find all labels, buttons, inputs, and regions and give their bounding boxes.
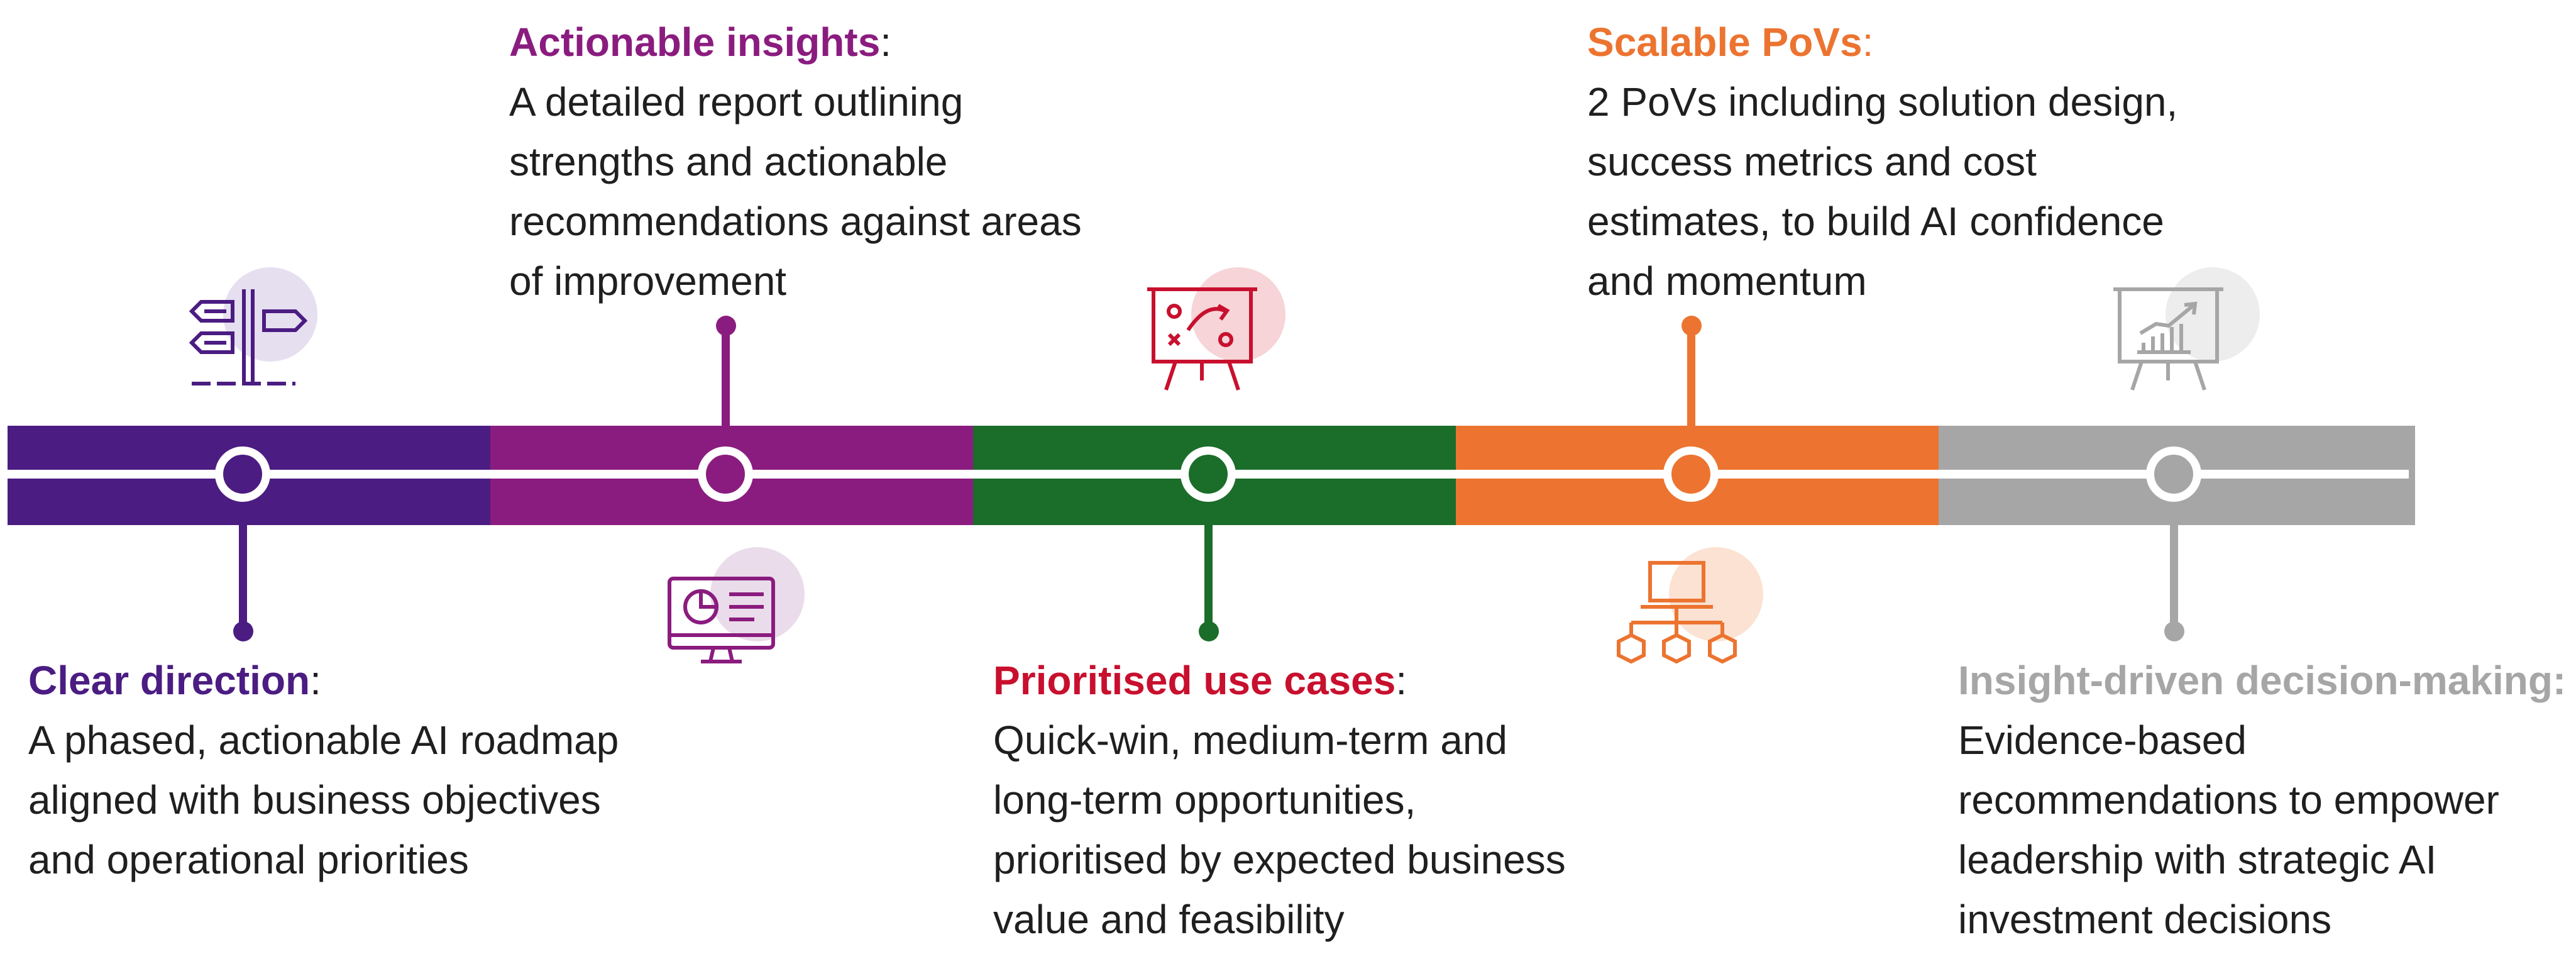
stage-2-text: Actionable insights: A detailed report o… (509, 13, 1082, 311)
monitor-chart-icon (660, 547, 811, 673)
stage-5-title: Insight-driven decision-making (1958, 658, 2553, 703)
timeline-node-1 (215, 446, 270, 502)
stage-5-colon: : (2552, 658, 2567, 703)
stage-1-colon: : (310, 658, 321, 703)
stage-3-text: Prioritised use cases: Quick-win, medium… (993, 651, 1566, 950)
stage-1-description: A phased, actionable AI roadmap aligned … (28, 718, 619, 882)
stem-4 (1687, 327, 1695, 426)
stage-3-colon: : (1395, 658, 1407, 703)
laptop-network-icon (1609, 547, 1773, 673)
stage-5-text: Insight-driven decision-making: Evidence… (1958, 651, 2566, 950)
stage-3-description: Quick-win, medium-term and long-term opp… (993, 718, 1566, 942)
stem-dot-5 (2164, 621, 2184, 641)
stem-1 (239, 525, 247, 629)
stage-3-title: Prioritised use cases (993, 658, 1396, 703)
stage-5-description: Evidence-based recommendations to empowe… (1958, 718, 2499, 942)
stem-3 (1204, 525, 1213, 629)
stem-dot-2 (716, 316, 736, 336)
stage-2-description: A detailed report outlining strengths an… (509, 79, 1082, 304)
stage-4-title: Scalable PoVs (1587, 19, 1863, 65)
timeline-node-4 (1663, 446, 1719, 502)
signpost-icon (189, 264, 327, 390)
stem-dot-4 (1682, 316, 1702, 336)
timeline-node-5 (2146, 446, 2201, 502)
presentation-growth-icon (2106, 264, 2269, 396)
stem-dot-3 (1199, 621, 1219, 641)
stage-4-description: 2 PoVs including solution design, succes… (1587, 79, 2178, 304)
stage-1-title: Clear direction (28, 658, 311, 703)
stage-2-colon: : (880, 19, 892, 65)
stage-2-title: Actionable insights (509, 19, 881, 65)
timeline-node-3 (1181, 446, 1236, 502)
stem-2 (722, 327, 730, 426)
strategy-board-icon (1144, 264, 1295, 396)
stem-dot-1 (233, 621, 253, 641)
timeline-node-2 (698, 446, 753, 502)
stem-5 (2170, 525, 2178, 629)
stage-4-text: Scalable PoVs: 2 PoVs including solution… (1587, 13, 2177, 311)
stage-4-colon: : (1862, 19, 1874, 65)
stage-1-text: Clear direction: A phased, actionable AI… (28, 651, 619, 890)
